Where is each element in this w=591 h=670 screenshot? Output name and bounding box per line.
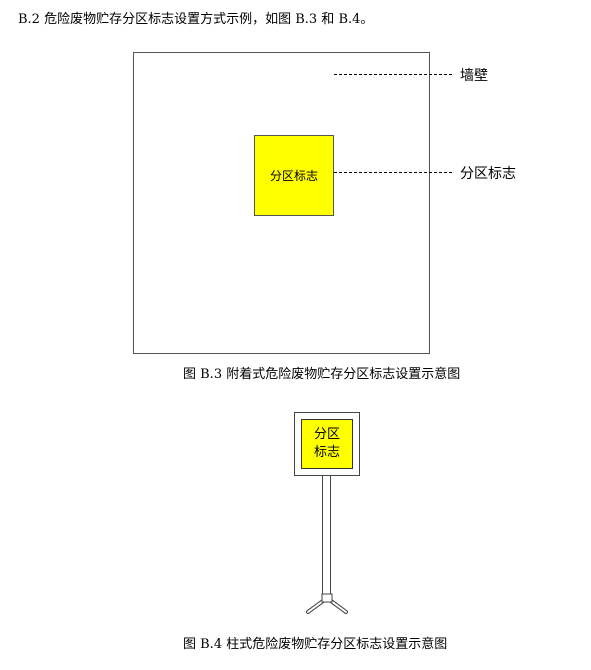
wall-diagram [133,52,430,354]
zone-sign-wall: 分区标志 [254,135,334,216]
wall-label: 墙壁 [460,68,488,84]
sign-pole [322,476,331,600]
sign-label: 分区标志 [460,166,516,182]
zone-sign-line2: 标志 [313,445,340,460]
wall-leader-line [334,74,452,75]
figure-b4-caption: 图 B.4 柱式危险废物贮存分区标志设置示意图 [183,637,448,652]
zone-sign-post: 分区 标志 [301,419,353,469]
intro-text: B.2 危险废物贮存分区标志设置方式示例，如图 B.3 和 B.4。 [18,12,374,27]
sign-leader-line [334,172,452,173]
zone-sign-text: 分区标志 [269,169,318,183]
zone-sign-line1: 分区 [313,427,340,442]
pole-base [306,593,348,614]
figure-b3-caption: 图 B.3 附着式危险废物贮存分区标志设置示意图 [183,367,461,382]
